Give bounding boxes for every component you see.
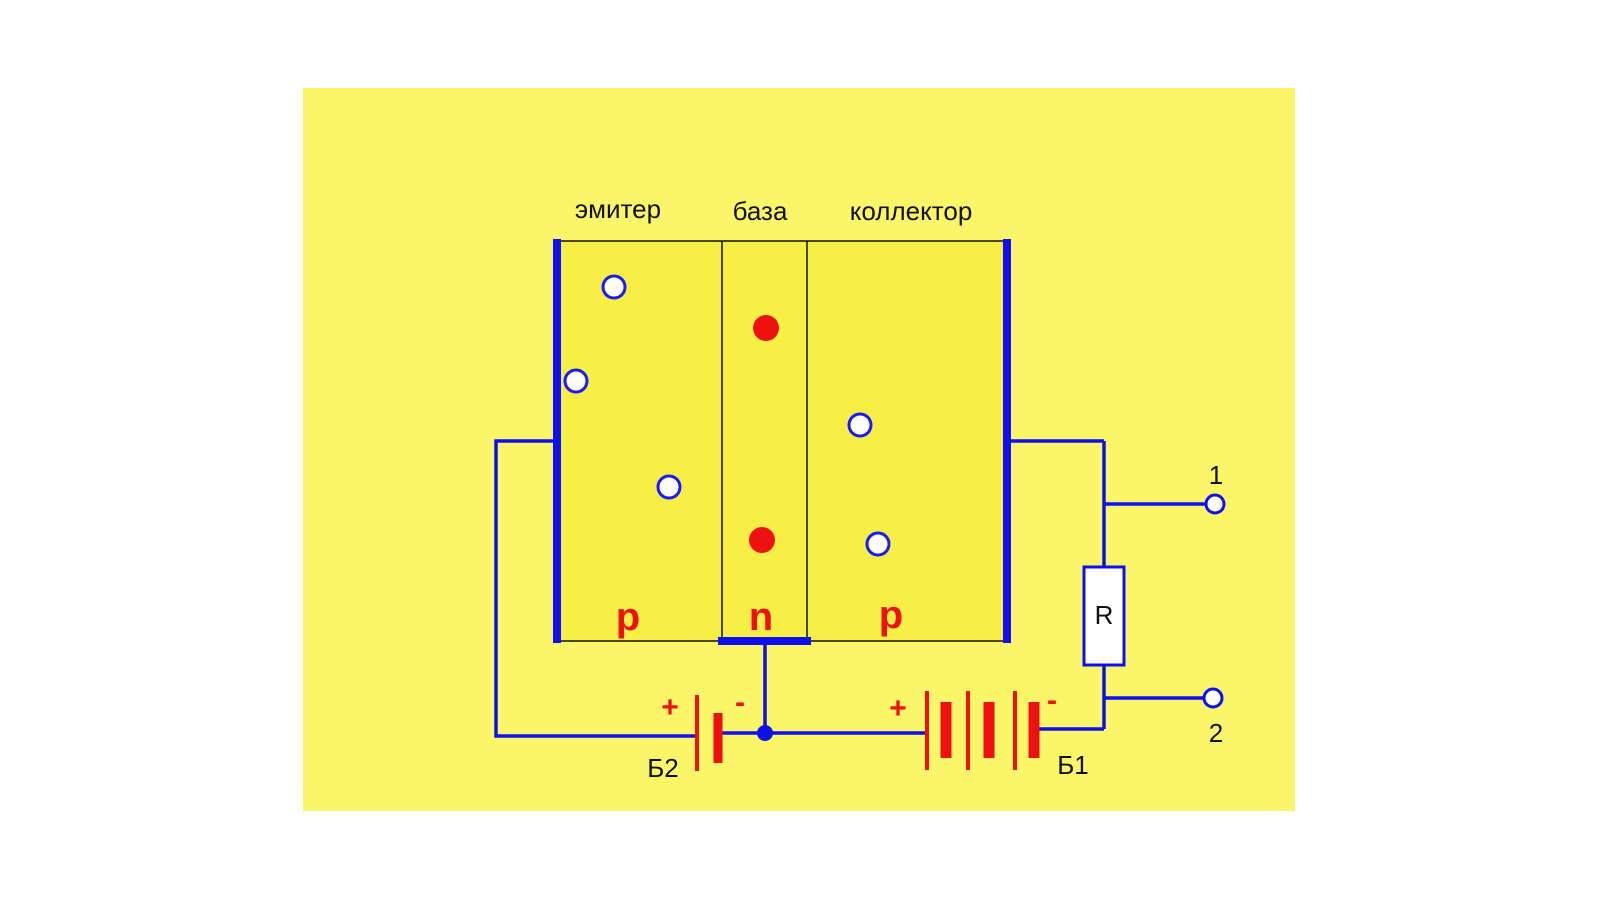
emitter-label: эмитер xyxy=(575,194,661,224)
semiconductor-crystal xyxy=(556,240,1008,642)
battery-b1-plus: + xyxy=(889,692,907,725)
emitter-hole xyxy=(563,368,589,394)
emitter-hole xyxy=(601,274,627,300)
terminal-2 xyxy=(1202,687,1224,709)
base-label: база xyxy=(733,196,788,226)
base-junction-node xyxy=(757,725,773,741)
terminal-2-label: 2 xyxy=(1209,718,1223,748)
terminal-1 xyxy=(1204,493,1226,515)
battery-b1-label: Б1 xyxy=(1057,750,1089,780)
emitter-type-letter: p xyxy=(616,595,640,639)
battery-b2-minus: - xyxy=(735,686,745,719)
battery-b1 xyxy=(925,691,1040,770)
resistor xyxy=(1082,565,1126,667)
terminal-1-label: 1 xyxy=(1209,460,1223,490)
resistor-label: R xyxy=(1095,600,1114,630)
emitter-hole xyxy=(656,474,682,500)
circuit-wires xyxy=(494,439,1205,738)
collector-hole xyxy=(865,531,891,557)
base-electron xyxy=(749,527,775,553)
battery-b1-minus: - xyxy=(1047,684,1057,717)
collector-type-letter: p xyxy=(879,593,903,637)
collector-hole xyxy=(847,412,873,438)
collector-label: коллектор xyxy=(850,196,973,226)
base-type-letter: n xyxy=(749,595,773,639)
battery-b2-plus: + xyxy=(661,691,679,724)
battery-b2 xyxy=(695,695,723,771)
battery-b2-label: Б2 xyxy=(647,753,679,783)
base-electron xyxy=(753,315,779,341)
emitter-wire xyxy=(494,439,698,738)
